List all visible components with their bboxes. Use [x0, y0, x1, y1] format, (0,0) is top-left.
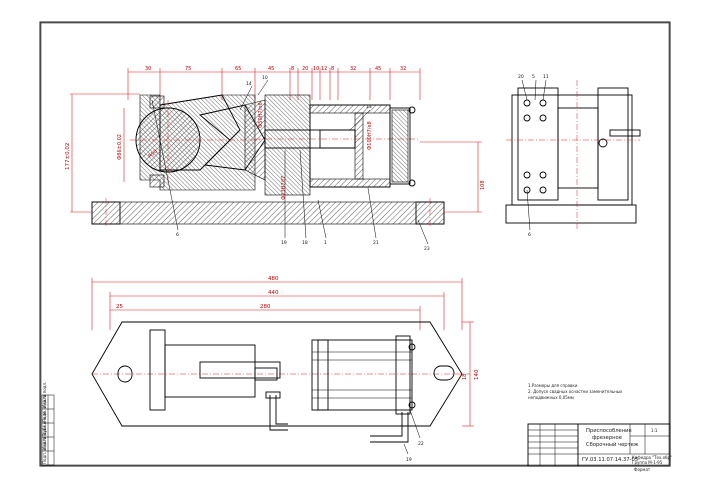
- plan-view: 480 440 25 280: [91, 276, 480, 463]
- stamp-label-1: Инв.№ подл.: [42, 382, 47, 408]
- plan-dim-280: 280: [260, 304, 271, 310]
- vertical-stamp: Инв.№ подл. Подп. и дата Взам.инв.№ Инв.…: [41, 382, 55, 466]
- dim-top-12: 32: [400, 66, 406, 72]
- note-line-1: 1.Размеры для справки: [528, 383, 578, 388]
- title-name-1: Приспособление: [586, 428, 632, 434]
- dim-top-9: 8: [331, 66, 334, 72]
- dim-right-height: 108: [480, 180, 486, 190]
- top-dim-ticks: [127, 68, 421, 100]
- callout-14: 14: [246, 81, 252, 87]
- dim-top-7: 10: [313, 66, 319, 72]
- callout-13: 13: [366, 104, 372, 110]
- dim-dia-mid: Ф50Н7/n6: [258, 102, 264, 128]
- stamp-label-5: Подп. и дата: [42, 436, 47, 464]
- dim-top-11: 45: [375, 66, 381, 72]
- plan-dim-480: 480: [268, 276, 279, 282]
- dim-inner-dia: Ф86±0,02: [117, 134, 123, 160]
- plan-dim-140: 140: [474, 369, 480, 380]
- dim-left-height: 177±0,02: [65, 143, 71, 170]
- note-line-2: 2. Допуск свадных оснастки заменительных: [528, 389, 623, 394]
- sheet-frame: [39, 21, 671, 467]
- side-callout-5: 5: [532, 74, 535, 80]
- dim-dia-rod: Ф23Н7/f7: [281, 176, 287, 200]
- callout-10: 10: [262, 75, 268, 81]
- stamp-label-3: Взам.инв.№: [42, 411, 47, 436]
- plan-dim-25: 25: [116, 304, 123, 310]
- side-callout-6: 6: [528, 232, 531, 238]
- dim-top-8: 12: [321, 66, 327, 72]
- callout-18: 18: [302, 240, 308, 246]
- dim-dia-right: Ф100Н7/e8: [367, 121, 373, 150]
- dim-radius: R50: [147, 149, 158, 160]
- plan-dim-440: 440: [268, 290, 279, 296]
- title-group-1: Кафедра "Тех.обр": [632, 455, 672, 460]
- title-name-3: Сборочный чертеж: [586, 441, 639, 448]
- side-view: 20 5 11 6: [505, 74, 641, 238]
- callout-23: 23: [424, 246, 430, 252]
- title-scale: 1:1: [651, 428, 658, 433]
- side-callout-20: 20: [518, 74, 524, 80]
- title-block: Приспособление фрезерное Сборочный черте…: [527, 423, 672, 472]
- title-name-2: фрезерное: [592, 435, 622, 441]
- dim-top-5: 8: [291, 66, 294, 72]
- callout-6: 6: [176, 232, 179, 238]
- dim-top-2: 75: [185, 66, 191, 72]
- dim-top-6: 20: [302, 66, 308, 72]
- callout-19: 19: [281, 240, 287, 246]
- plan-callout-19: 19: [406, 457, 412, 463]
- dim-top-3: 65: [235, 66, 241, 72]
- title-group-2: Группа М-1-95: [632, 460, 663, 465]
- title-code: ГУ.03.11.07.14.37-05: [582, 457, 638, 463]
- dim-top-1: 30: [145, 66, 151, 72]
- stamp-label-2: Подп. и дата: [42, 394, 47, 422]
- stamp-label-4: Инв.№ дубл.: [42, 424, 47, 450]
- plan-callout-22: 22: [418, 441, 424, 447]
- plan-dim-18: 18: [462, 374, 468, 380]
- note-line-3: неподвижных 0,05мм: [528, 395, 574, 400]
- technical-notes: 1.Размеры для справки 2. Допуск свадных …: [528, 383, 623, 400]
- title-format: Формат: [634, 467, 651, 472]
- side-callout-11: 11: [543, 74, 549, 80]
- dim-top-4: 45: [268, 66, 274, 72]
- callout-1: 1: [324, 240, 327, 246]
- front-callouts: 6 10 14 13 19 18 1 21 23: [151, 75, 430, 252]
- dim-top-10: 32: [350, 66, 356, 72]
- front-view: 30 75 65 45 8 20 10 12 8 32 45 32: [65, 66, 486, 252]
- callout-21: 21: [373, 240, 379, 246]
